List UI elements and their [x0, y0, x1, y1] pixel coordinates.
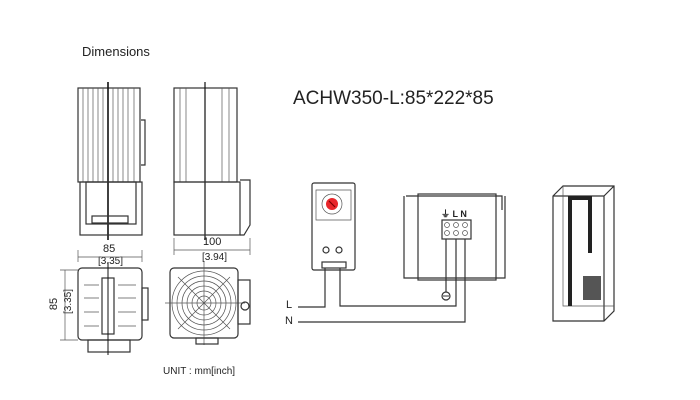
heater-front-view — [77, 82, 146, 240]
line-label: L — [286, 299, 293, 311]
width-mm-label: 85 — [103, 243, 116, 255]
dimension-lines — [60, 238, 251, 341]
cabinet-illustration — [552, 185, 615, 322]
heater-side-view — [173, 82, 251, 240]
dimensions-heading: Dimensions — [82, 44, 150, 59]
width-in-label: [3.35] — [98, 256, 124, 267]
neutral-label: N — [285, 315, 293, 327]
terminal-labels: ⏚ L N — [441, 209, 467, 219]
heater-fan-view — [165, 262, 251, 345]
model-title: ACHW350-L:85*222*85 — [293, 88, 494, 109]
unit-label: UNIT : mm[inch] — [163, 366, 236, 377]
wiring-lines — [298, 239, 466, 323]
depth-in-label: [3.94] — [202, 252, 228, 263]
heater-bottom-view — [77, 262, 149, 355]
thermostat — [311, 182, 356, 271]
heater-terminal-box — [403, 193, 506, 301]
depth-mm-label: 100 — [203, 236, 222, 248]
